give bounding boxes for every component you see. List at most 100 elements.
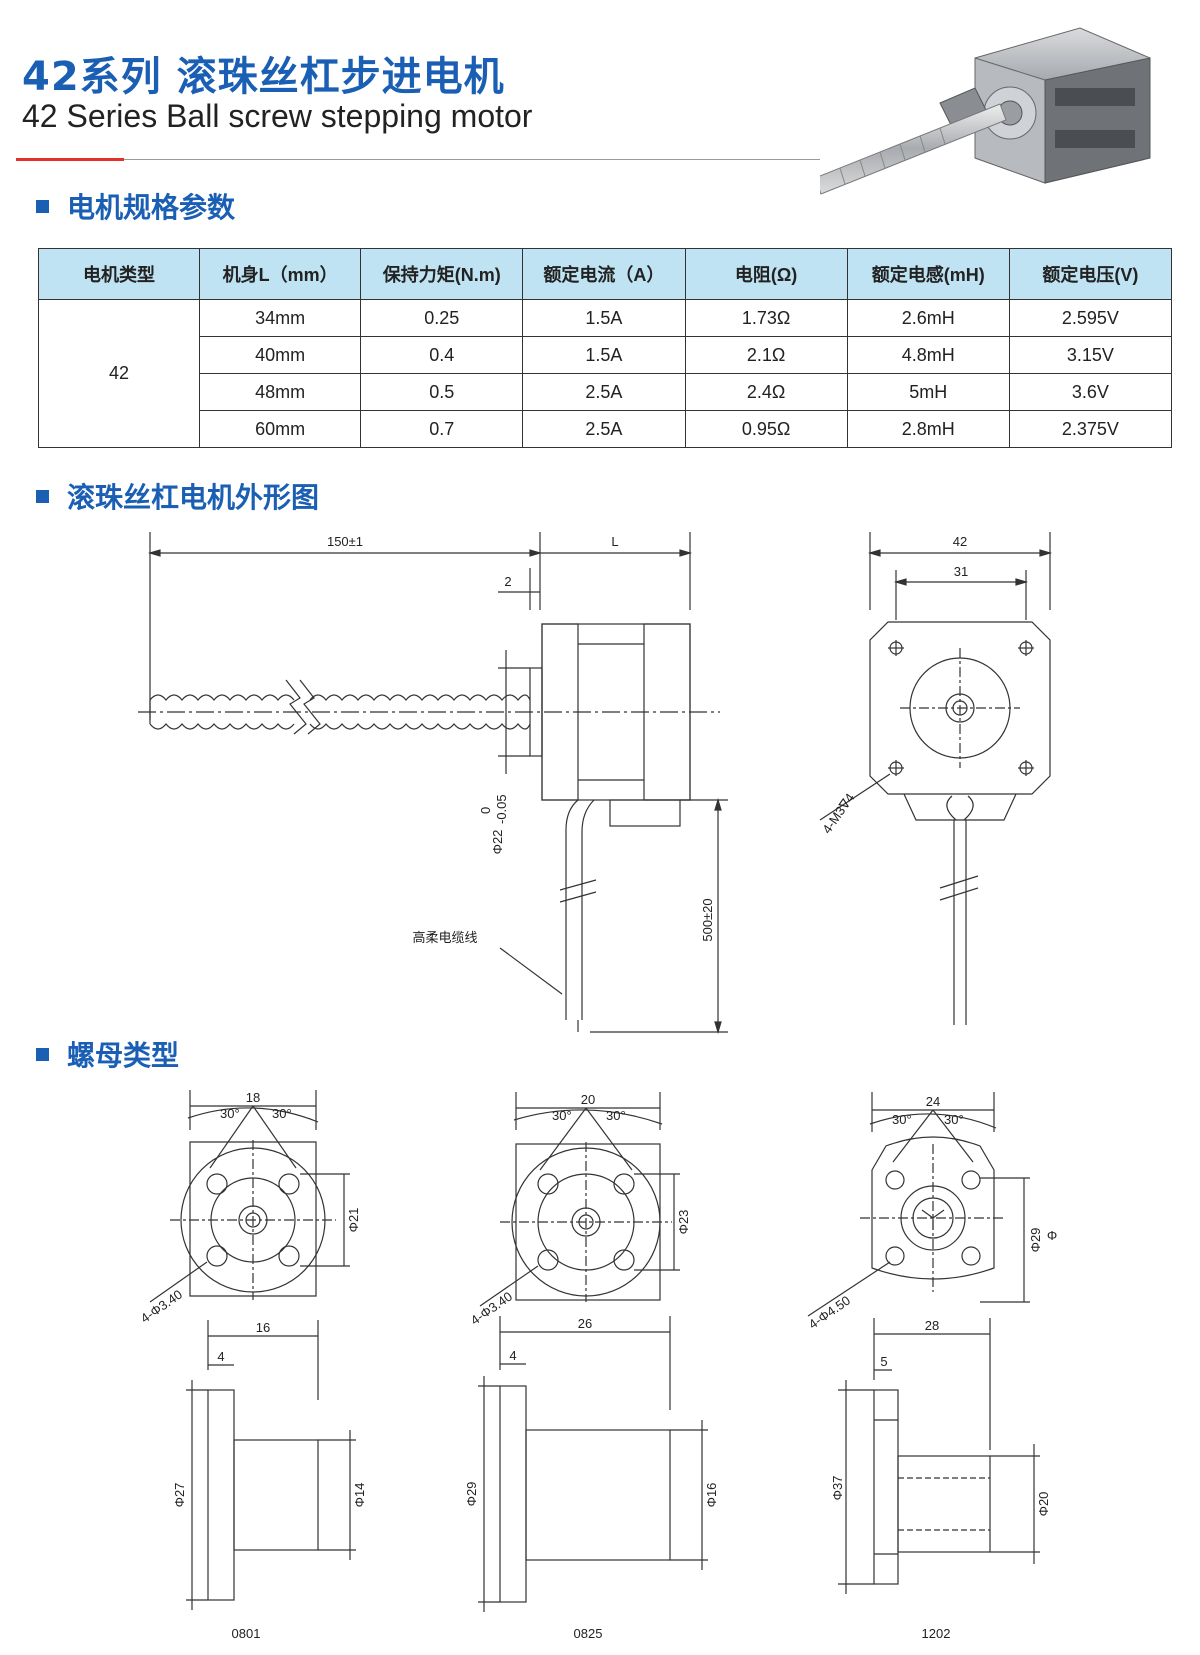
table-row: 48mm 0.5 2.5A 2.4Ω 5mH 3.6V bbox=[39, 373, 1173, 411]
table-cell: 2.6mH bbox=[846, 299, 1010, 337]
table-cell: 0.95Ω bbox=[684, 410, 848, 448]
table-cell: 2.8mH bbox=[846, 410, 1010, 448]
nut-flange: 4 bbox=[217, 1349, 224, 1364]
nut-pcd: Φ23 bbox=[676, 1210, 691, 1235]
page-title-en: 42 Series Ball screw stepping motor bbox=[22, 98, 533, 134]
front-view bbox=[819, 532, 1053, 1025]
table-cell: 0.5 bbox=[360, 373, 524, 411]
table-cell: 0.4 bbox=[360, 336, 524, 374]
dim-front-width: 42 bbox=[953, 534, 967, 549]
nut-length: 16 bbox=[256, 1320, 270, 1335]
dim-screw-length: 150±1 bbox=[327, 534, 363, 549]
table-cell: 48mm bbox=[199, 373, 362, 411]
title-accent-rule bbox=[16, 158, 124, 161]
nut-holes: 4-Φ3.40 bbox=[468, 1289, 515, 1328]
table-row: 60mm 0.7 2.5A 0.95Ω 2.8mH 2.375V bbox=[39, 410, 1173, 448]
nut-body-dia: Φ14 bbox=[352, 1483, 367, 1508]
side-view bbox=[138, 532, 728, 1035]
spec-header-cell: 额定电压(V) bbox=[1008, 248, 1173, 300]
section-outline-label: 滚珠丝杠电机外形图 bbox=[67, 481, 320, 514]
table-cell: 2.375V bbox=[1008, 410, 1173, 448]
dim-pilot-tol-lower: -0.05 bbox=[494, 794, 509, 824]
table-cell: 0.25 bbox=[360, 299, 524, 337]
table-cell: 4.8mH bbox=[846, 336, 1010, 374]
dim-pilot-group: Φ22 0 -0.05 bbox=[478, 794, 509, 854]
table-cell: 3.6V bbox=[1008, 373, 1173, 411]
dim-pilot-tol-upper: 0 bbox=[478, 807, 493, 814]
nut-angle-right: 30° bbox=[272, 1106, 292, 1121]
nut-angle-left: 30° bbox=[892, 1112, 912, 1127]
table-cell: 0.7 bbox=[360, 410, 524, 448]
nut-0825-drawing: 20 30° 30° Φ23 4-Φ3.40 26 4 Φ29 Φ16 0825 bbox=[464, 1092, 719, 1641]
nut-flange: 5 bbox=[880, 1354, 887, 1369]
spec-header-cell: 额定电流（A） bbox=[522, 248, 686, 300]
spec-header-cell: 保持力矩(N.m) bbox=[360, 248, 524, 300]
nut-holes: 4-Φ3.40 bbox=[138, 1287, 185, 1326]
spec-table: 电机类型 机身L（mm） 保持力矩(N.m) 额定电流（A） 电阻(Ω) 额定电… bbox=[37, 248, 1173, 448]
nut-flange-dia: Φ27 bbox=[172, 1483, 187, 1508]
nut-angle-right: 30° bbox=[944, 1112, 964, 1127]
table-cell: 34mm bbox=[199, 299, 362, 337]
table-cell: 2.5A bbox=[522, 373, 686, 411]
table-cell: 5mH bbox=[846, 373, 1010, 411]
table-row: 40mm 0.4 1.5A 2.1Ω 4.8mH 3.15V bbox=[39, 336, 1173, 374]
dim-pilot-diameter: Φ22 bbox=[490, 830, 505, 855]
nut-flange-dia: Φ29 bbox=[464, 1482, 479, 1507]
spec-table-header-row: 电机类型 机身L（mm） 保持力矩(N.m) 额定电流（A） 电阻(Ω) 额定电… bbox=[37, 248, 1173, 300]
nut-pcd: Φ21 bbox=[346, 1208, 361, 1233]
dim-body-length: L bbox=[611, 534, 618, 549]
section-specs-label: 电机规格参数 bbox=[67, 191, 236, 224]
spec-header-cell: 额定电感(mH) bbox=[846, 248, 1010, 300]
nut-length: 28 bbox=[925, 1318, 939, 1333]
title-divider bbox=[124, 159, 820, 160]
nut-pcd: Φ29 bbox=[1028, 1228, 1043, 1253]
cable-label: 高柔电缆线 bbox=[412, 930, 477, 945]
nut-drawings: 18 30° 30° Φ21 4-Φ3.40 16 4 Φ27 Φ14 0801 bbox=[138, 1090, 1057, 1641]
section-nut-types-label: 螺母类型 bbox=[67, 1039, 180, 1072]
section-title-outline: 滚珠丝杠电机外形图 bbox=[36, 476, 319, 516]
table-cell: 2.595V bbox=[1008, 299, 1173, 337]
dim-cable-length: 500±20 bbox=[700, 898, 715, 941]
table-cell: 2.4Ω bbox=[684, 373, 848, 411]
motor-type-cell: 42 bbox=[37, 299, 201, 448]
nut-width: 24 bbox=[926, 1094, 940, 1109]
section-bullet bbox=[36, 490, 49, 503]
dim-flange-thickness: 2 bbox=[504, 574, 511, 589]
nut-0801-drawing: 18 30° 30° Φ21 4-Φ3.40 16 4 Φ27 Φ14 0801 bbox=[138, 1090, 367, 1641]
spec-header-cell: 电机类型 bbox=[37, 248, 201, 300]
nut-1202-drawing: 24 30° 30° Φ29 Φ 4-Φ4.50 28 5 Φ37 Φ20 12… bbox=[806, 1092, 1057, 1641]
nut-angle-right: 30° bbox=[606, 1108, 626, 1123]
section-title-specs: 电机规格参数 bbox=[36, 186, 235, 226]
nut-angle-left: 30° bbox=[220, 1106, 240, 1121]
nut-model-label: 0825 bbox=[574, 1626, 603, 1641]
nut-width: 18 bbox=[246, 1090, 260, 1105]
table-cell: 1.73Ω bbox=[684, 299, 848, 337]
nut-model-label: 1202 bbox=[922, 1626, 951, 1641]
table-cell: 1.5A bbox=[522, 299, 686, 337]
dim-mount-holes: 4-M3∇4 bbox=[819, 790, 857, 836]
table-cell: 2.1Ω bbox=[684, 336, 848, 374]
nut-width: 20 bbox=[581, 1092, 595, 1107]
table-cell: 60mm bbox=[199, 410, 362, 448]
nut-model-label: 0801 bbox=[232, 1626, 261, 1641]
page-title-cn: 42系列 滚珠丝杠步进电机 bbox=[22, 54, 505, 100]
section-bullet bbox=[36, 200, 49, 213]
nut-body-dia: Φ20 bbox=[1036, 1492, 1051, 1517]
section-title-nut-types: 螺母类型 bbox=[36, 1034, 179, 1074]
motor-product-photo bbox=[820, 27, 1151, 195]
dim-hole-spacing: 31 bbox=[954, 564, 968, 579]
section-bullet bbox=[36, 1048, 49, 1061]
table-cell: 3.15V bbox=[1008, 336, 1173, 374]
table-cell: 2.5A bbox=[522, 410, 686, 448]
outline-drawing: 150±1 L 2 Φ22 0 -0.05 500±20 高柔电缆线 42 31… bbox=[138, 532, 1053, 1035]
table-row: 42 34mm 0.25 1.5A 1.73Ω 2.6mH 2.595V bbox=[37, 299, 1173, 448]
nut-angle-left: 30° bbox=[552, 1108, 572, 1123]
nut-flange: 4 bbox=[509, 1348, 516, 1363]
nut-flange-dia: Φ37 bbox=[830, 1476, 845, 1501]
nut-body-dia: Φ16 bbox=[704, 1483, 719, 1508]
spec-header-cell: 电阻(Ω) bbox=[684, 248, 848, 300]
stray-phi-symbol: Φ bbox=[1047, 1228, 1057, 1243]
nut-length: 26 bbox=[578, 1316, 592, 1331]
table-cell: 1.5A bbox=[522, 336, 686, 374]
table-cell: 40mm bbox=[199, 336, 362, 374]
